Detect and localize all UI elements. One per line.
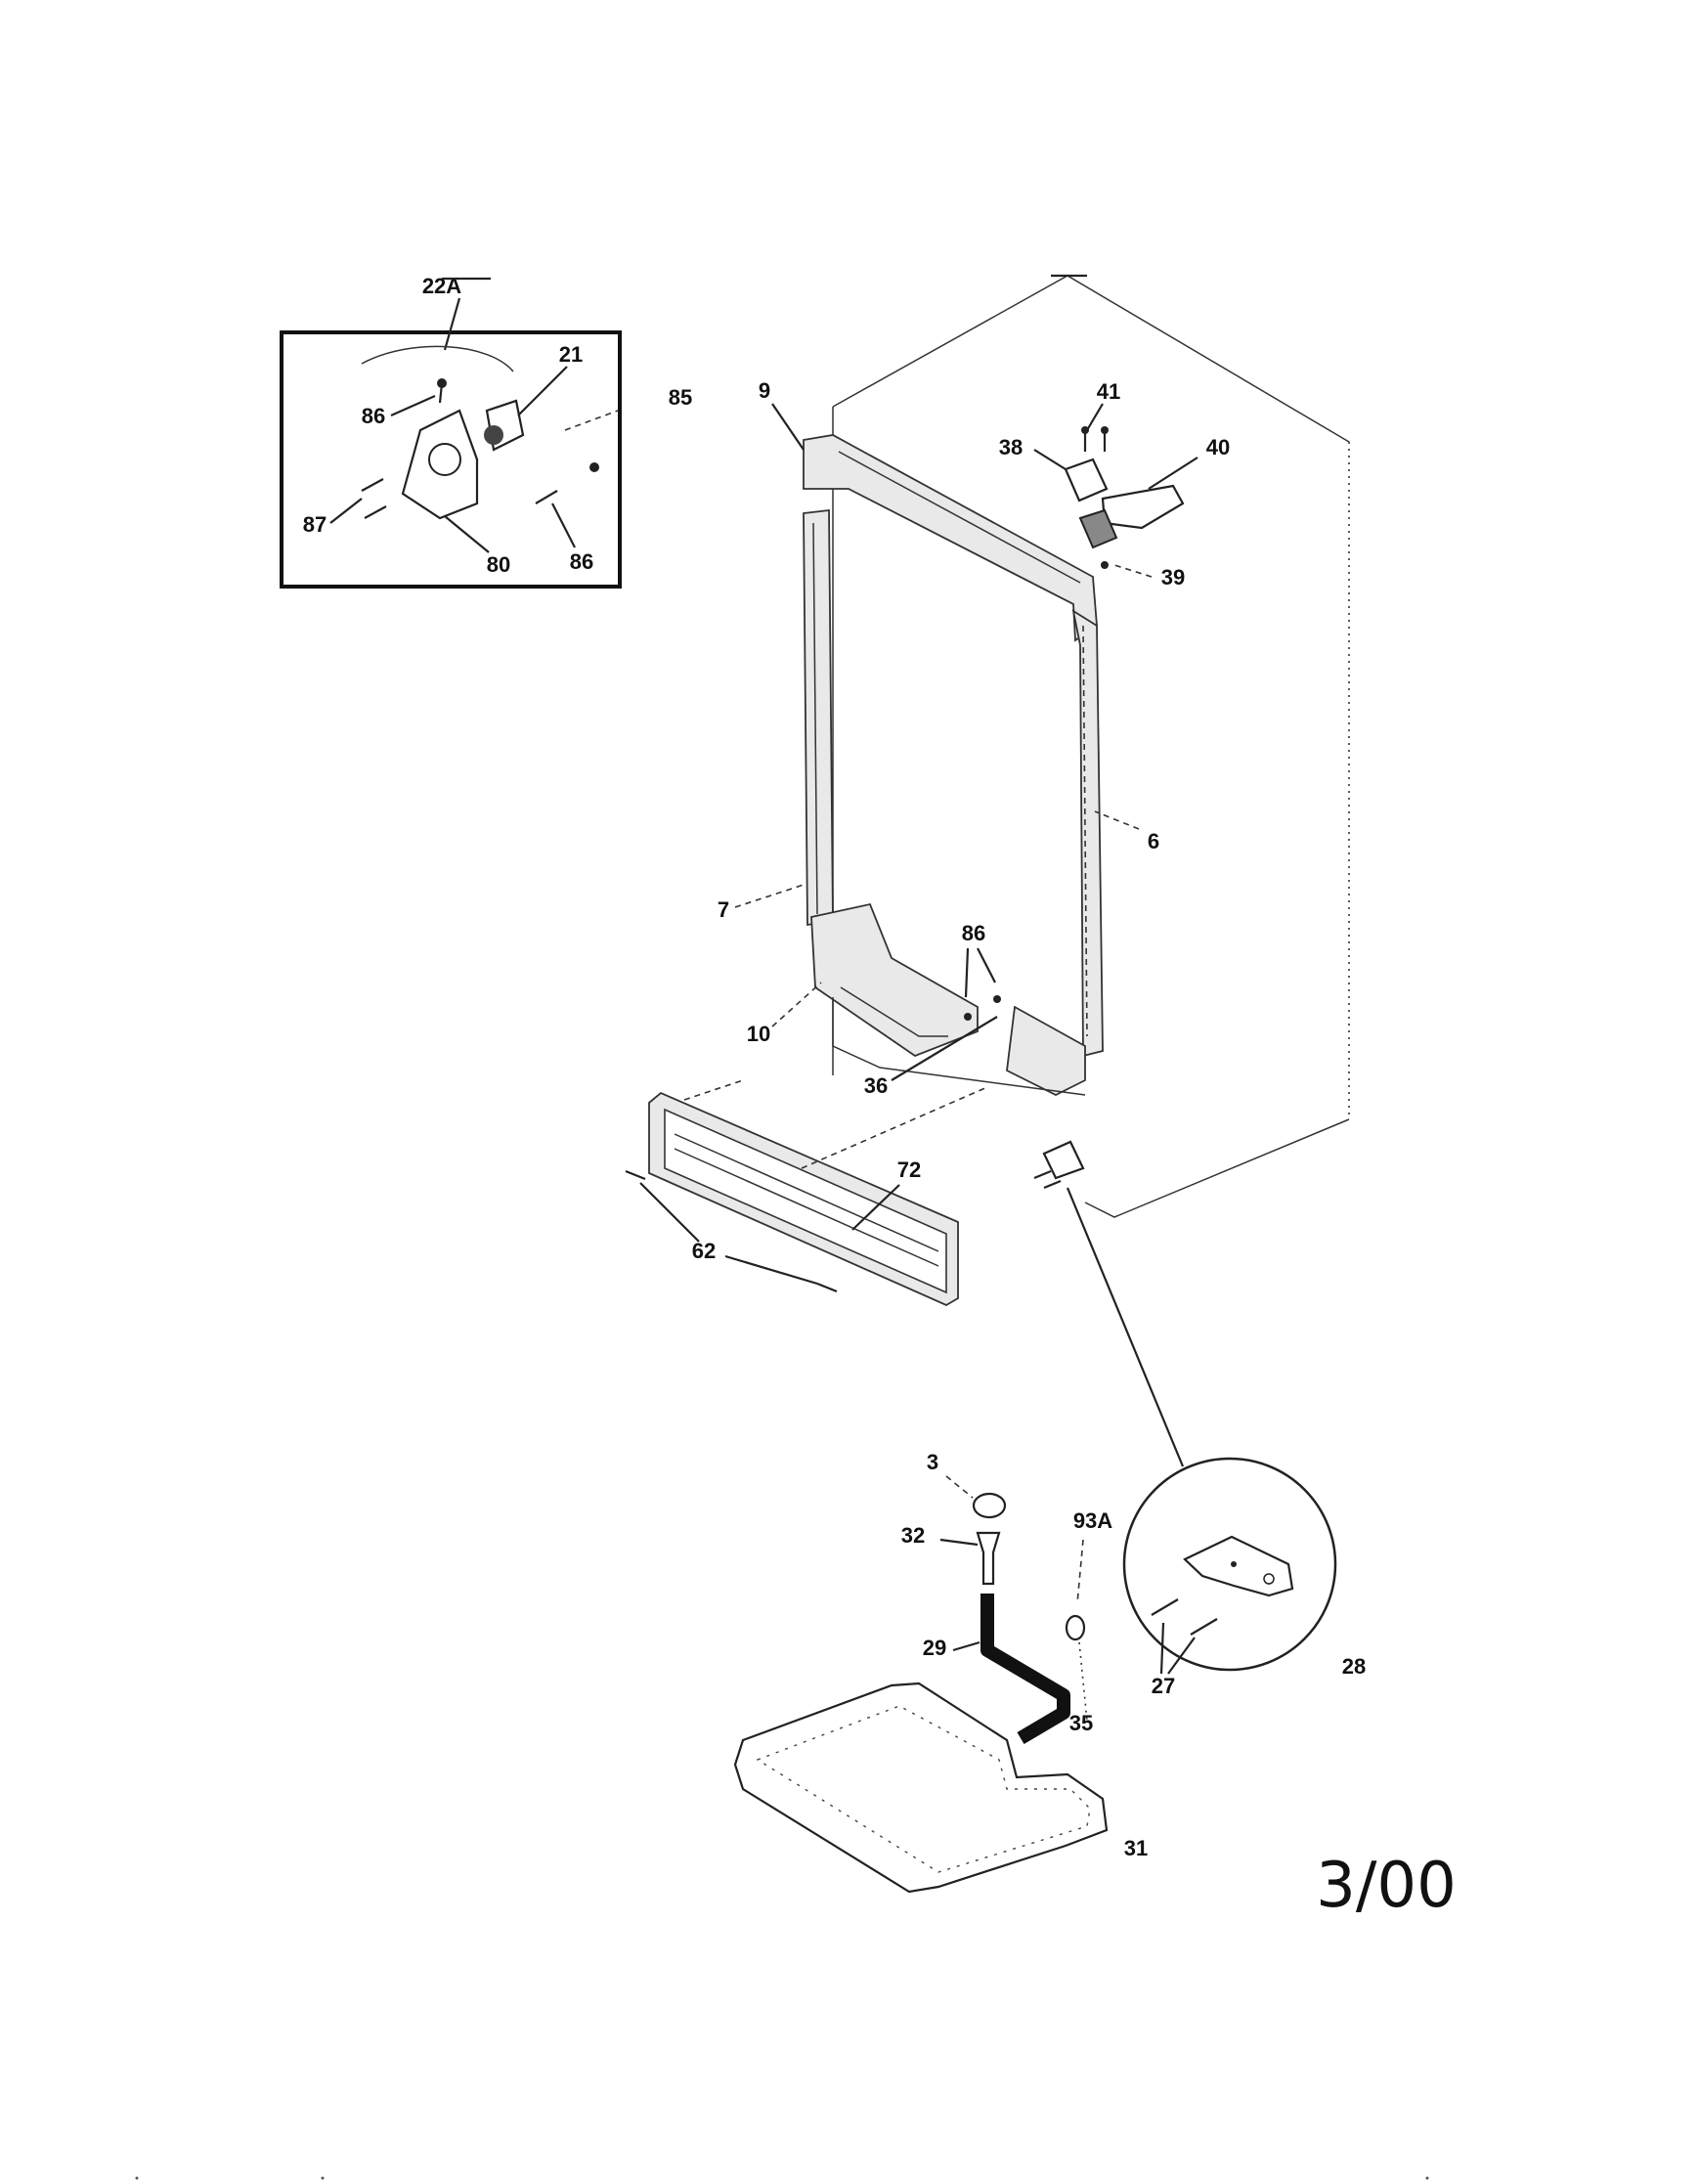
drain-fitting-32 — [976, 1531, 1001, 1586]
clip-93a — [1065, 1614, 1086, 1641]
thermostat-knob — [484, 425, 503, 445]
leader-40 — [1148, 457, 1198, 490]
door-frame-trim: 9 6 7 10 — [718, 378, 1159, 1097]
label-39: 39 — [1161, 565, 1185, 590]
drain-pan-31 — [733, 1682, 1109, 1894]
leader-86c-a — [964, 947, 970, 998]
screw-41 — [1081, 426, 1109, 452]
lower-breaker-right — [1006, 1005, 1086, 1097]
leader-80 — [444, 515, 490, 553]
hinge-38 — [1064, 458, 1109, 502]
capillary-tube — [361, 345, 514, 372]
label-9: 9 — [759, 378, 770, 403]
label-93a: 93A — [1073, 1508, 1112, 1533]
leader-10 — [771, 982, 822, 1027]
inset-thermostat-assembly: 22A 21 86 85 87 80 86 — [280, 274, 692, 589]
label-27: 27 — [1152, 1674, 1175, 1698]
screw-87-a — [361, 478, 384, 492]
scan-speck — [1425, 2176, 1429, 2180]
leader-72 — [851, 1184, 900, 1231]
leader-21 — [517, 366, 568, 416]
label-21: 21 — [559, 342, 583, 367]
lower-breaker-10 — [810, 902, 979, 1058]
hinge-39 — [1078, 508, 1118, 549]
leader-27-b — [1167, 1637, 1196, 1675]
revision-date: 3/00 — [1316, 1850, 1457, 1922]
leader-7 — [734, 884, 805, 908]
detail-leader — [1066, 1187, 1185, 1467]
label-80: 80 — [487, 552, 510, 577]
leader-86a — [390, 394, 436, 417]
drain-plug-3 — [972, 1492, 1007, 1519]
leader-86b — [551, 502, 576, 548]
label-10: 10 — [747, 1022, 770, 1046]
top-trim-breaker — [803, 434, 1098, 642]
label-38: 38 — [999, 435, 1023, 459]
lower-hinge-assembly: 27 28 — [1033, 1140, 1366, 1698]
leader-32 — [939, 1538, 979, 1547]
label-87: 87 — [303, 512, 327, 537]
screw-62-right — [816, 1282, 838, 1293]
label-86c: 86 — [962, 921, 985, 945]
lower-hinge-bracket — [1042, 1140, 1085, 1180]
label-86a: 86 — [362, 404, 385, 428]
screw-27-b — [1190, 1618, 1218, 1636]
label-62: 62 — [692, 1239, 716, 1263]
label-29: 29 — [923, 1636, 946, 1660]
label-3: 3 — [927, 1450, 938, 1474]
label-31: 31 — [1124, 1836, 1148, 1860]
leader-29 — [952, 1640, 980, 1652]
leader-9 — [771, 403, 805, 451]
label-86b: 86 — [570, 549, 593, 574]
leader-22a — [443, 297, 461, 351]
right-trim-breaker — [1071, 609, 1104, 1058]
label-6: 6 — [1148, 829, 1159, 853]
label-85: 85 — [669, 385, 692, 410]
drain-pan-assembly: 31 — [733, 1682, 1148, 1894]
scan-speck — [321, 2176, 325, 2180]
nut-85 — [589, 462, 599, 472]
label-7: 7 — [718, 897, 729, 922]
leader-39 — [1113, 564, 1153, 578]
label-32: 32 — [901, 1523, 925, 1548]
screw-86-top — [437, 378, 447, 404]
leader-62-a — [639, 1182, 700, 1243]
left-trim-breaker — [803, 508, 834, 927]
bracket-hole — [428, 443, 461, 476]
leader-87 — [329, 498, 363, 524]
lower-fasteners: 86 36 — [864, 921, 1001, 1098]
upper-hinge-assembly: 41 38 40 39 — [999, 379, 1230, 590]
leader-6 — [1094, 810, 1140, 830]
label-40: 40 — [1206, 435, 1230, 459]
label-22a: 22A — [422, 274, 461, 298]
screw-86-right — [535, 490, 558, 504]
leader-36 — [891, 1016, 998, 1081]
leader-27-a — [1159, 1622, 1165, 1675]
screw-87-b — [364, 505, 387, 519]
label-35: 35 — [1069, 1711, 1093, 1735]
leader-93a — [1076, 1539, 1084, 1604]
scan-speck — [135, 2176, 139, 2180]
leader-85 — [564, 410, 619, 431]
leader-3 — [945, 1475, 974, 1499]
leader-86c-b — [977, 947, 996, 983]
label-72: 72 — [897, 1158, 921, 1182]
leader-38 — [1033, 449, 1067, 470]
drain-tube-29 — [980, 1594, 1070, 1745]
label-28: 28 — [1342, 1654, 1366, 1679]
label-41: 41 — [1097, 379, 1120, 404]
toe-grille-assembly: 72 62 — [625, 1079, 988, 1307]
cabinet-bottom-edge — [1084, 1118, 1350, 1218]
leader-41 — [1086, 403, 1104, 431]
leader-62-b — [724, 1254, 818, 1286]
screw-62-left — [625, 1169, 646, 1181]
screw-27-a — [1151, 1598, 1179, 1616]
drain-assembly: 3 32 29 35 93A — [901, 1450, 1112, 1745]
label-36: 36 — [864, 1073, 888, 1098]
